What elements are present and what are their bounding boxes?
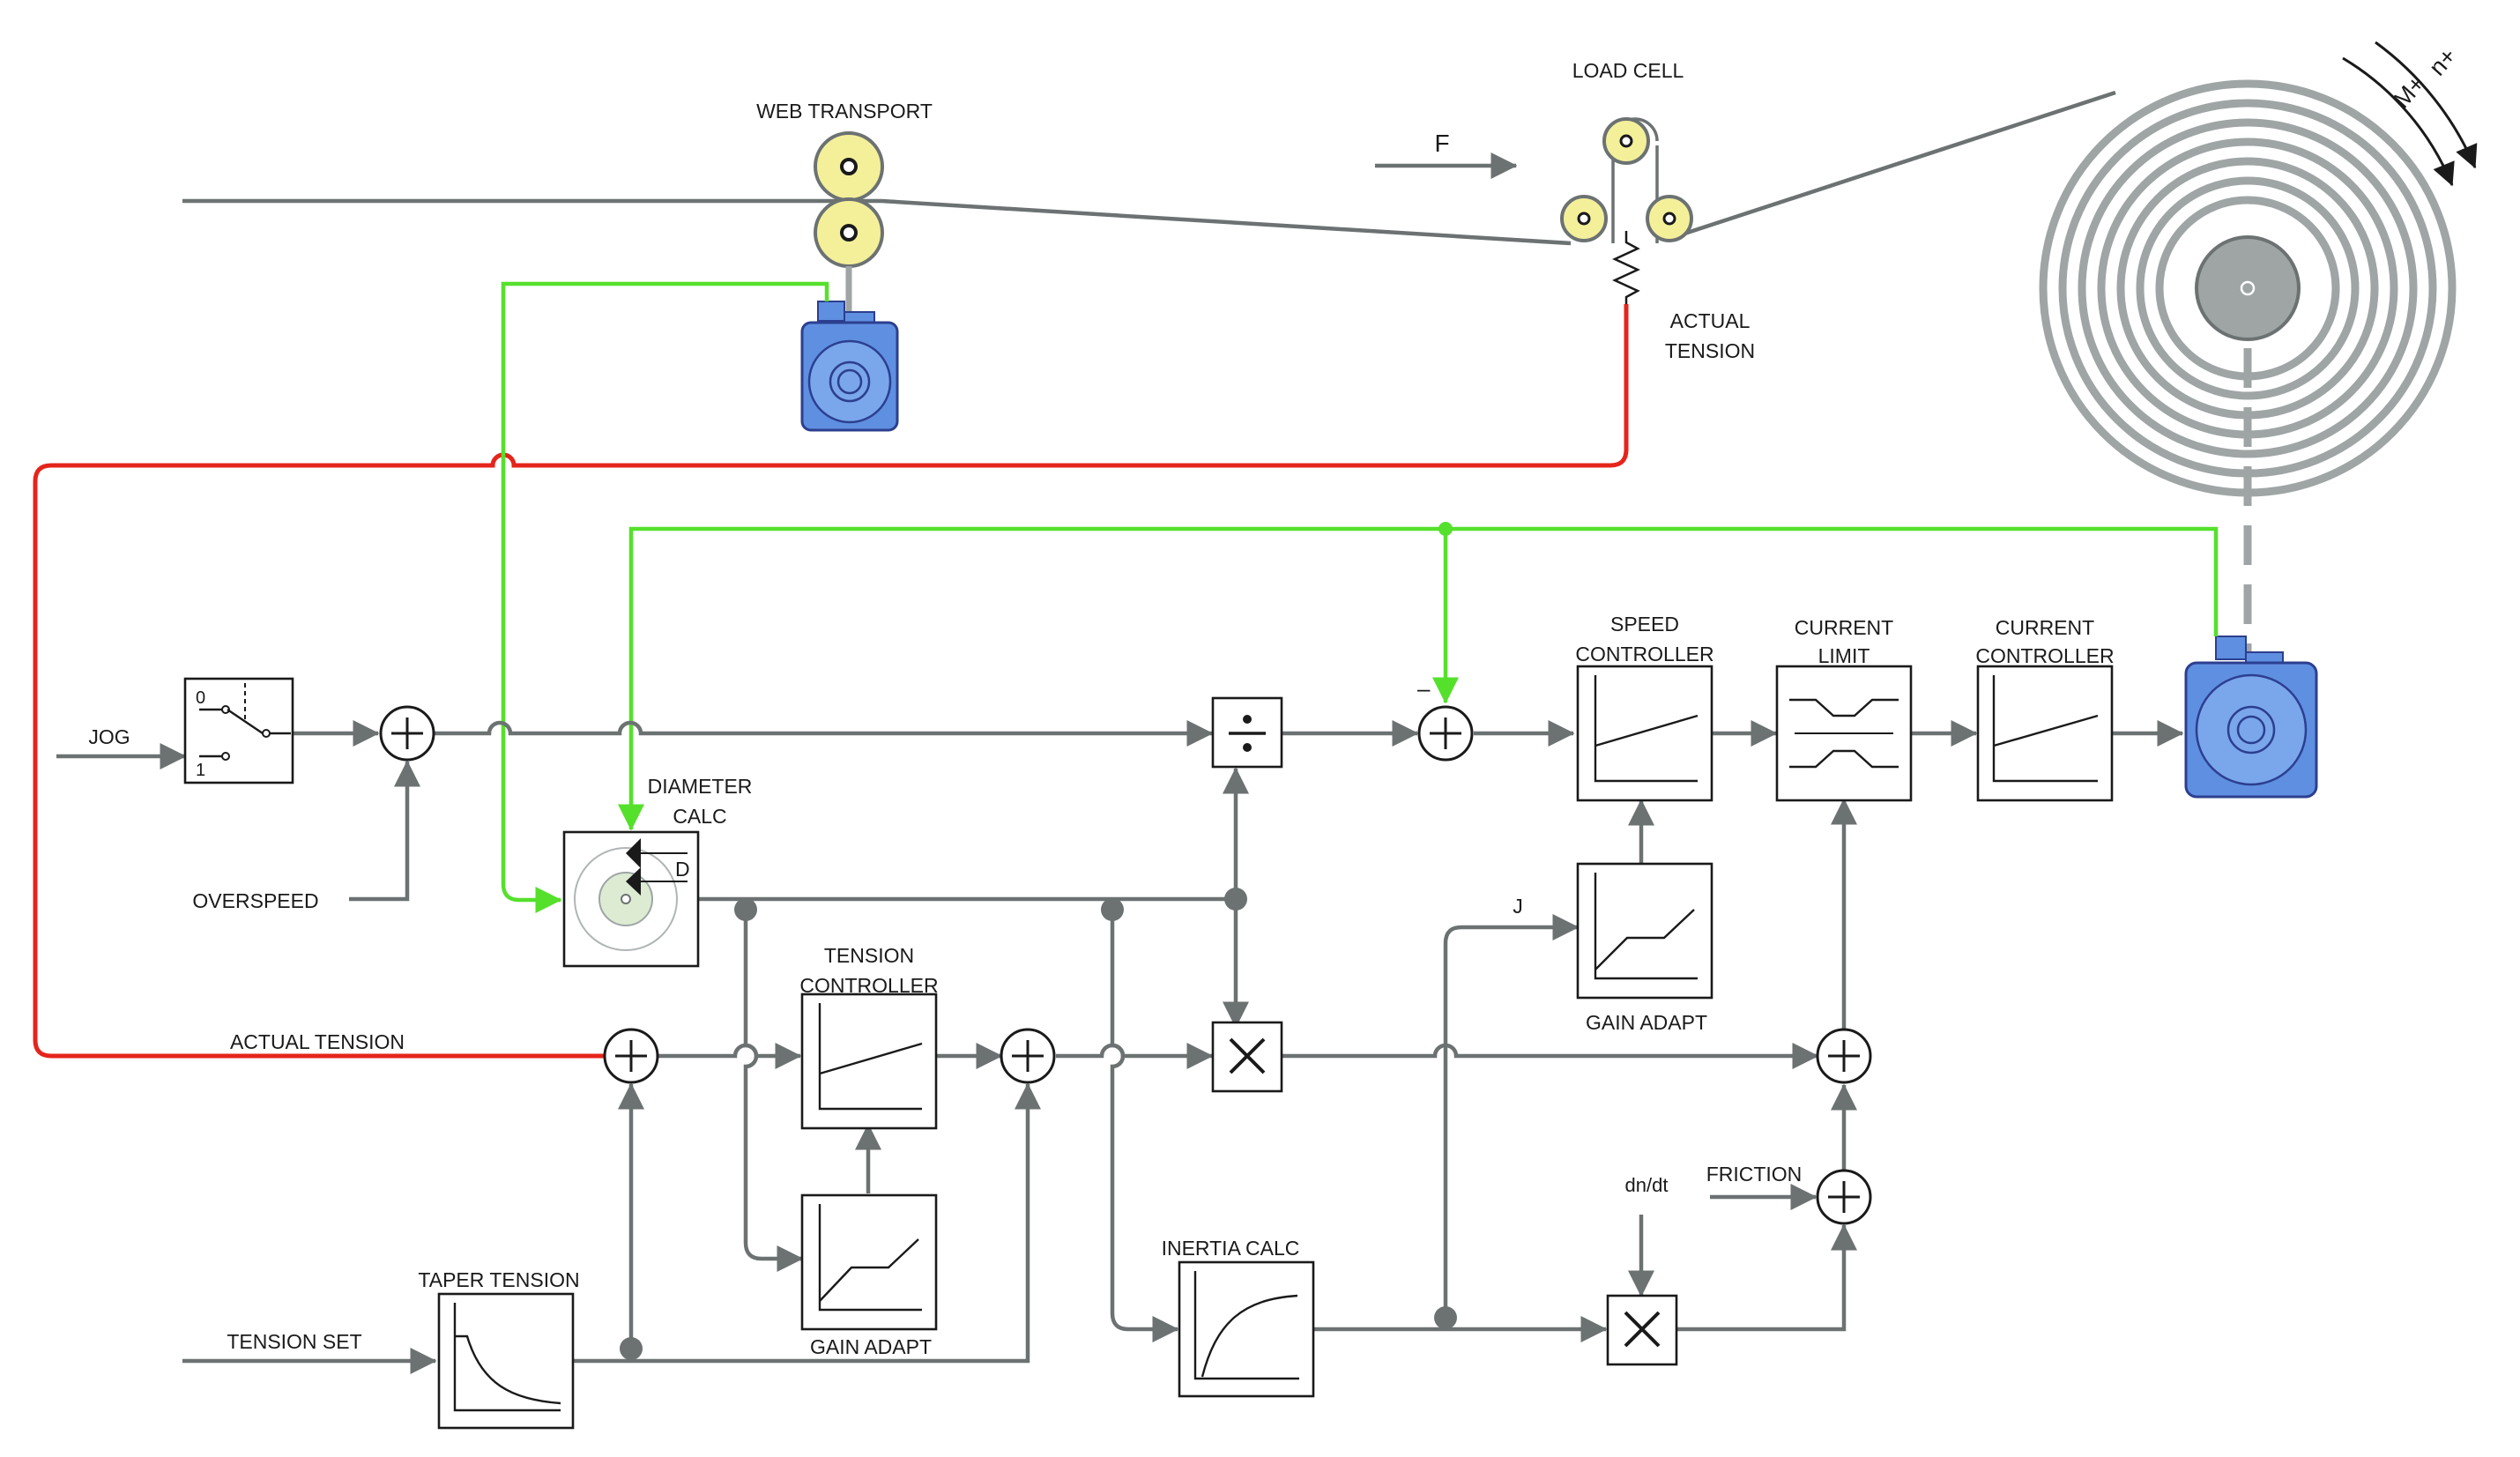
minus-sign: – bbox=[1417, 675, 1431, 702]
actual-tension-top-label-2: TENSION bbox=[1665, 339, 1755, 362]
tension-controller-label-2: CONTROLLER bbox=[799, 974, 938, 997]
web-speed-feedback-line bbox=[501, 281, 829, 913]
inertia-j-label: J bbox=[1513, 895, 1523, 918]
current-limit-label-1: CURRENT bbox=[1795, 616, 1893, 639]
tension-gain-adapt-block bbox=[800, 1193, 938, 1331]
signal-wires bbox=[56, 720, 2184, 1374]
switch-position-0: 0 bbox=[196, 688, 205, 708]
inertia-calc-block bbox=[1178, 1260, 1315, 1398]
jog-switch-block bbox=[183, 677, 294, 784]
sum-speed-error bbox=[1417, 705, 1474, 762]
sum-jog bbox=[379, 705, 435, 762]
diameter-calc-label-2: CALC bbox=[673, 805, 726, 828]
sum-friction bbox=[1816, 1169, 1872, 1225]
speed-direction-label: n+ bbox=[2424, 42, 2462, 80]
taper-tension-label: TAPER TENSION bbox=[418, 1268, 579, 1291]
load-cell bbox=[1560, 117, 1693, 304]
winder-motor bbox=[2184, 636, 2318, 799]
tension-controller-block bbox=[800, 992, 938, 1130]
taper-tension-block bbox=[437, 1292, 575, 1430]
actual-tension-label: ACTUAL TENSION bbox=[230, 1030, 405, 1053]
reel-speed-feedback-line bbox=[618, 526, 2219, 831]
junction-dots bbox=[620, 888, 1457, 1360]
web-transport-motor bbox=[800, 301, 899, 432]
diameter-calc-block bbox=[562, 830, 700, 968]
jog-label: JOG bbox=[88, 725, 130, 748]
current-controller-block bbox=[1976, 665, 2114, 802]
torque-direction-label: M+ bbox=[2388, 71, 2430, 114]
speed-controller-block bbox=[1576, 665, 1713, 802]
speed-feedback-junction bbox=[1438, 522, 1453, 536]
sum-actual-tension bbox=[603, 1028, 659, 1084]
current-controller-label-1: CURRENT bbox=[1996, 616, 2094, 639]
rotation-direction-arrows bbox=[2342, 41, 2478, 187]
sum-torque bbox=[1816, 1028, 1872, 1084]
dndt-label: dn/dt bbox=[1625, 1174, 1669, 1196]
force-label: F bbox=[1434, 130, 1449, 157]
tension-gain-adapt-label: GAIN ADAPT bbox=[810, 1335, 932, 1358]
current-controller-label-2: CONTROLLER bbox=[1975, 644, 2114, 667]
web-path bbox=[182, 90, 2116, 246]
speed-controller-label-2: CONTROLLER bbox=[1575, 643, 1713, 665]
multiplier-block bbox=[1211, 1021, 1283, 1093]
diameter-d-label: D bbox=[675, 858, 690, 881]
tension-controller-label-1: TENSION bbox=[824, 944, 914, 967]
friction-label: FRICTION bbox=[1706, 1163, 1803, 1186]
actual-tension-top-label-1: ACTUAL bbox=[1670, 309, 1751, 332]
actual-tension-feedback-line bbox=[33, 304, 1629, 1059]
current-limit-label-2: LIMIT bbox=[1818, 644, 1870, 667]
diameter-calc-label-1: DIAMETER bbox=[648, 775, 753, 798]
speed-gain-adapt-block bbox=[1576, 862, 1713, 1000]
inertia-calc-label: INERTIA CALC bbox=[1162, 1237, 1300, 1260]
inertia-multiplier-block bbox=[1606, 1294, 1678, 1366]
current-limit-block bbox=[1775, 665, 1913, 802]
overspeed-label: OVERSPEED bbox=[192, 889, 318, 912]
divider-block bbox=[1211, 696, 1283, 769]
speed-controller-label-1: SPEED bbox=[1610, 613, 1679, 636]
sum-tension-output bbox=[1000, 1028, 1056, 1084]
web-transport-rollers bbox=[814, 131, 884, 314]
web-transport-label: WEB TRANSPORT bbox=[756, 100, 933, 123]
switch-position-1: 1 bbox=[196, 761, 205, 780]
speed-gain-adapt-label: GAIN ADAPT bbox=[1586, 1011, 1707, 1034]
load-cell-label: LOAD CELL bbox=[1572, 59, 1684, 82]
tension-set-label: TENSION SET bbox=[227, 1330, 361, 1353]
